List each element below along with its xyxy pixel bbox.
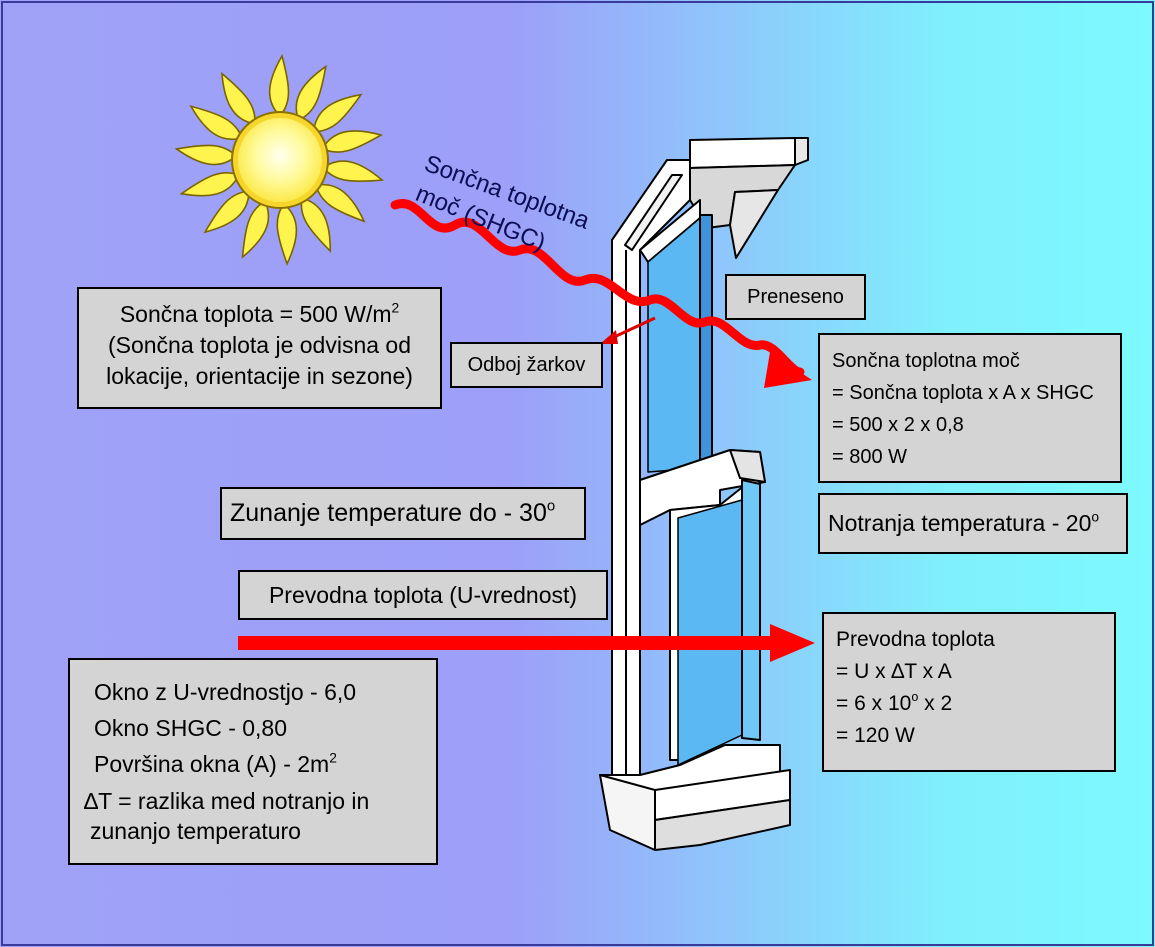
conduction-formula-line3: = 6 x 10o x 2 [836, 690, 953, 715]
shgc-formula-box: Sončna toplotna moč = Sončna toplota x A… [818, 333, 1122, 483]
inside-temperature-label: Notranja temperatura - 20o [818, 493, 1128, 554]
solar-radiation-arrow [390, 199, 805, 377]
conduction-arrow [238, 624, 815, 662]
shgc-formula-line2: = Sončna toplota x A x SHGC [832, 382, 1094, 404]
solar-heat-line3: lokacije, orientacije in sezone) [106, 363, 413, 389]
outside-temperature-label: Zunanje temperature do - 30o [220, 487, 586, 540]
solar-heat-line1: Sončna toplota = 500 W/m2 [119, 300, 400, 327]
window-section-illustration [599, 137, 809, 851]
conduction-formula-box: Prevodna toplota = U x ∆T x A = 6 x 10o … [822, 612, 1116, 772]
reflection-label: Odboj žarkov [450, 342, 603, 388]
solar-heat-line2: (Sončna toplota je odvisna od [107, 332, 412, 358]
conduction-label: Prevodna toplota (U-vrednost) [238, 570, 608, 620]
window-spec-delta-t: ∆T = razlika med notranjo in [84, 788, 370, 814]
conduction-formula-line1: Prevodna toplota [836, 628, 995, 651]
solar-heat-box: Sončna toplota = 500 W/m2 (Sončna toplot… [77, 287, 442, 409]
transmitted-label: Preneseno [725, 274, 866, 320]
window-spec-delta-t-cont: zunanjo temperaturo [90, 818, 301, 844]
conduction-formula-line2: = U x ∆T x A [836, 660, 952, 683]
shgc-formula-line1: Sončna toplotna moč [832, 350, 1020, 372]
reflection-arrow [600, 316, 656, 344]
window-spec-u-value: Okno z U-vrednostjo - 6,0 [94, 679, 357, 705]
window-specs-box: Okno z U-vrednostjo - 6,0 Okno SHGC - 0,… [68, 658, 438, 865]
sun-icon [174, 55, 386, 266]
solar-arrowhead [764, 352, 812, 388]
shgc-formula-line3: = 500 x 2 x 0,8 [832, 414, 964, 436]
conduction-formula-line4: = 120 W [836, 724, 915, 747]
window-spec-shgc: Okno SHGC - 0,80 [94, 715, 288, 741]
shgc-formula-line4: = 800 W [832, 446, 908, 468]
window-spec-area: Površina okna (A) - 2m2 [94, 750, 337, 777]
